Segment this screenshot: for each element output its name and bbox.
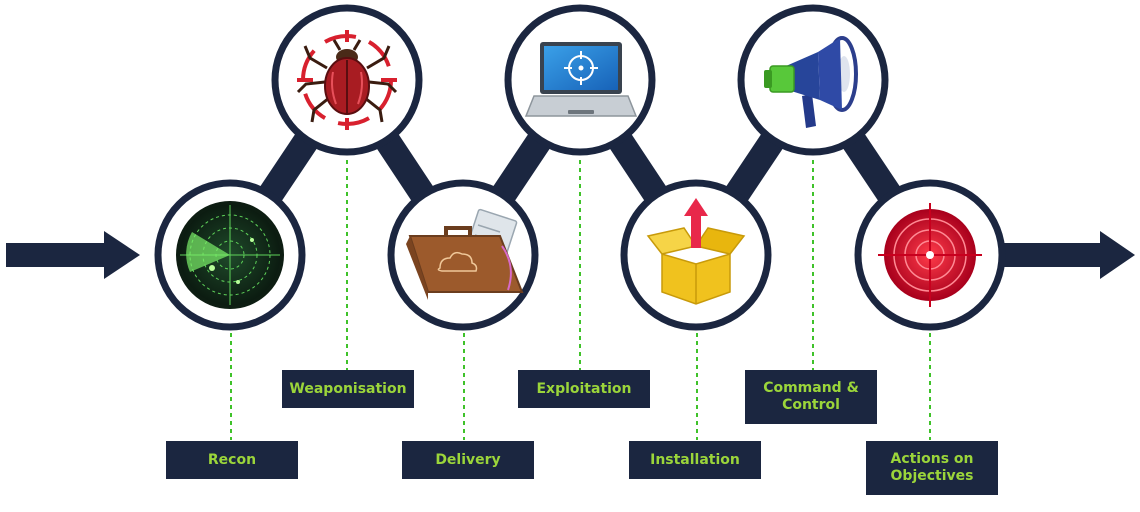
stage-recon-node [154, 179, 306, 331]
exit-arrow [1000, 231, 1135, 279]
stage-label-exploitation: Exploitation [518, 370, 650, 408]
stage-label-delivery: Delivery [402, 441, 534, 479]
leader-lines [230, 160, 931, 440]
stage-label-weaponisation: Weaponisation [282, 370, 414, 408]
stage-label-text: Installation [650, 451, 740, 468]
stage-label-text: Exploitation [536, 380, 632, 397]
stage-label-actions: Actions on Objectives [866, 441, 998, 495]
stage-label-text: Weaponisation [289, 380, 407, 397]
target-icon [878, 203, 982, 307]
stage-actions-node [854, 179, 1006, 331]
bug-target-icon [296, 30, 398, 130]
stage-weaponisation-node [271, 4, 423, 156]
stage-label-text: Command & Control [763, 380, 859, 413]
laptop-target-icon [524, 42, 638, 117]
stage-label-command-control: Command & Control [745, 370, 877, 424]
megaphone-icon [764, 36, 858, 128]
stage-label-text: Actions on Objectives [890, 451, 974, 484]
stage-command-control-node [737, 4, 889, 156]
stage-exploitation-node [504, 4, 656, 156]
stage-delivery-node [387, 179, 539, 331]
stage-label-recon: Recon [166, 441, 298, 479]
entry-arrow [6, 231, 140, 279]
stage-installation-node [620, 179, 772, 331]
stage-label-text: Recon [207, 451, 257, 468]
radar-icon [176, 201, 284, 309]
box-upload-icon [646, 198, 746, 305]
briefcase-icon [406, 208, 524, 300]
stage-label-text: Delivery [435, 451, 501, 468]
stage-label-installation: Installation [629, 441, 761, 479]
